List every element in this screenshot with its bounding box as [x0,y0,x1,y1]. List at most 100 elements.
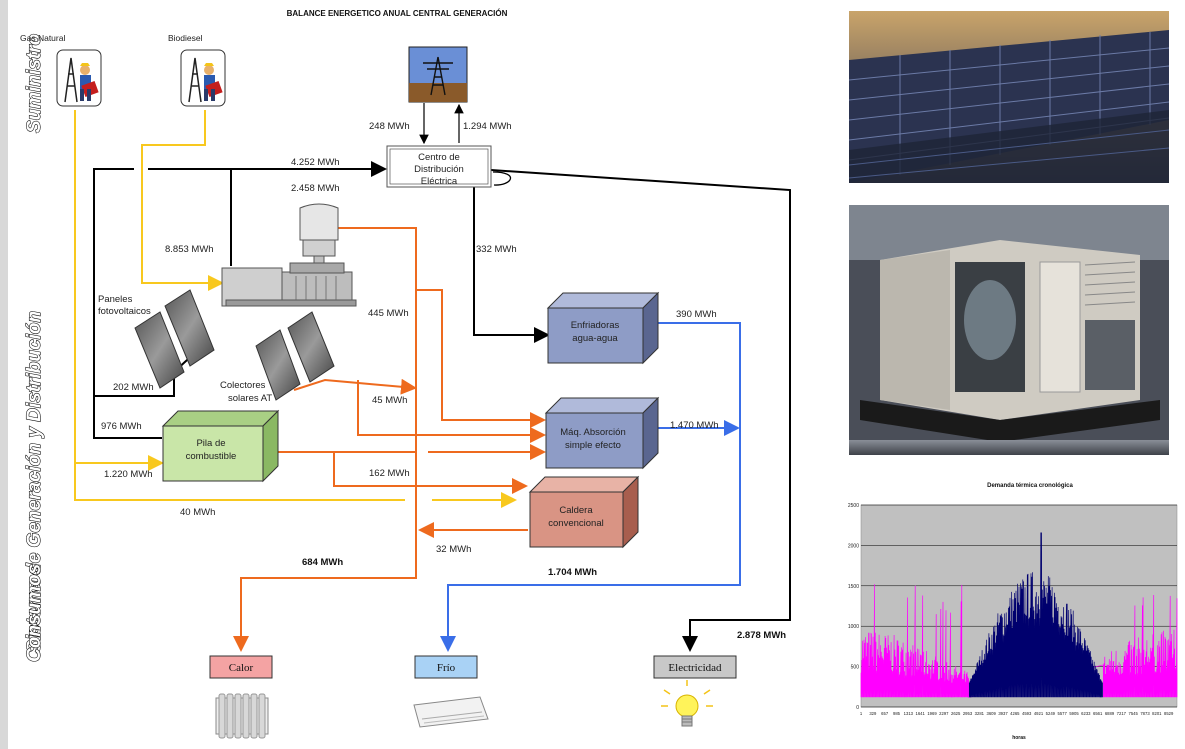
chart-y-tick: 500 [851,665,860,671]
flow-grid-out: 1.294 MWh [463,121,512,132]
boiler-label-2: convencional [548,518,603,529]
label-supply: Suministro [24,34,45,133]
chart-y-tick: 1500 [848,584,859,590]
distribution-label-3: Eléctrica [421,176,458,187]
flow-dist-main: 4.252 MWh [291,157,340,168]
flow-solar-heat: 45 MWh [372,395,407,406]
chillers-label-2: agua-agua [572,333,618,344]
flow-labels: 248 MWh 1.294 MWh 4.252 MWh 2.458 MWh 8.… [101,121,786,641]
flow-fc-elec: 976 MWh [101,421,142,432]
chart-y-tick: 2000 [848,543,859,549]
label-consumption: Consumos [24,564,45,662]
boiler-label-1: Caldera [559,505,593,516]
solar-collectors-icon [255,311,335,401]
pv-label-2: fotovoltaicos [98,306,151,317]
flow-grid-in: 248 MWh [369,121,410,132]
thermal-demand-chart: Demanda térmica cronológica 250020001500… [848,483,1178,741]
solar-panels-photo [848,11,1170,183]
flow-engine-elec: 2.458 MWh [291,183,340,194]
light-bulb-icon [661,680,713,727]
flow-pv-elec: 202 MWh [113,382,154,393]
chart-x-tick: 5577 [1058,711,1068,716]
chart-x-label: horas [1012,735,1026,741]
chart-x-tick: 1313 [904,711,914,716]
flow-chillers-cold: 390 MWh [676,309,717,320]
flow-boiler-fuel: 40 MWh [180,507,215,518]
air-conditioner-icon [413,696,489,728]
chart-series-magenta [860,584,1178,698]
flow-absorption-cold: 1.470 MWh [670,420,719,431]
fuel-lines [74,110,517,508]
chart-x-tick: 657 [881,711,889,716]
radiator-icon [215,693,269,739]
chart-x-tick: 329 [869,711,877,716]
pv-label-1: Paneles [98,294,133,305]
chillers-box: Enfriadoras agua-agua [546,291,660,365]
chart-x-tick: 7217 [1117,711,1127,716]
flow-fc-fuel: 1.220 MWh [104,469,153,480]
consumer-cold-label: Frío [437,662,456,674]
chart-x-tick: 6889 [1105,711,1115,716]
chart-x-tick: 4921 [1034,711,1044,716]
chart-title: Demanda térmica cronológica [987,483,1073,489]
chart-x-tick: 1 [860,711,863,716]
chart-x-tick: 4265 [1010,711,1020,716]
consumer-electricity-label: Electricidad [668,662,722,674]
chart-x-tick: 6233 [1081,711,1091,716]
fuel-cell-box: Pila de combustible [161,409,280,483]
flow-elec-total: 2.878 MWh [737,630,786,641]
chart-y-tick: 2500 [848,503,859,509]
chart-x-tick: 3937 [998,711,1008,716]
chart-x-tick: 1641 [916,711,926,716]
flow-to-chillers: 332 MWh [476,244,517,255]
chart-x-tick: 5905 [1069,711,1079,716]
chart-x-tick: 6561 [1093,711,1103,716]
flow-engine-heat: 445 MWh [368,308,409,319]
power-grid-icon [408,46,468,103]
chart-x-tick: 5249 [1046,711,1056,716]
source-biodiesel-label: Biodiesel [168,33,203,43]
chart-x-tick: 3281 [975,711,985,716]
chillers-label-1: Enfriadoras [571,320,620,331]
chart-x-tick: 8201 [1152,711,1162,716]
distribution-label-2: Distribución [414,164,464,175]
side-bar [0,0,8,749]
fuel-cell-unit-photo [849,205,1169,455]
source-gas-label: Gas Natural [20,33,65,43]
absorption-label-2: simple efecto [565,440,621,451]
cold-lines [440,322,741,652]
consumer-heat: Calor [209,655,273,679]
pv-panels-icon [134,289,215,389]
biodiesel-worker-icon [180,49,226,107]
flow-fc-heat: 162 MWh [369,468,410,479]
label-generation: Sistema de Generación y Distribución [24,311,45,653]
distribution-label-1: Centro de [418,152,460,163]
chart-x-tick: 1969 [927,711,937,716]
chart-x-tick: 7873 [1140,711,1150,716]
chart-x-tick: 2625 [951,711,961,716]
absorption-box: Máq. Absorción simple efecto [544,396,660,470]
solar-label-2: solares AT [228,393,272,404]
chart-x-tick: 4593 [1022,711,1032,716]
grid-lines [419,103,464,145]
distribution-center: Centro de Distribución Eléctrica [386,145,492,188]
chart-x-tick: 2297 [939,711,949,716]
flow-engine-fuel: 8.853 MWh [165,244,214,255]
chart-x-tick: 2953 [963,711,973,716]
consumer-electricity: Electricidad [653,655,737,679]
flow-cold-total: 1.704 MWh [548,567,597,578]
flow-boiler-heat: 32 MWh [436,544,471,555]
boiler-box: Caldera convencional [528,475,640,549]
flow-heat-total: 684 MWh [302,557,343,568]
absorption-label-1: Máq. Absorción [560,427,625,438]
chart-y-tick: 1000 [848,624,859,630]
chart-x-tick: 7545 [1129,711,1139,716]
chart-series-navy [968,532,1103,698]
chart-x-tick: 985 [893,711,901,716]
solar-label-1: Colectores [220,380,266,391]
gas-worker-icon [56,49,102,107]
chart-x-tick: 3609 [987,711,997,716]
